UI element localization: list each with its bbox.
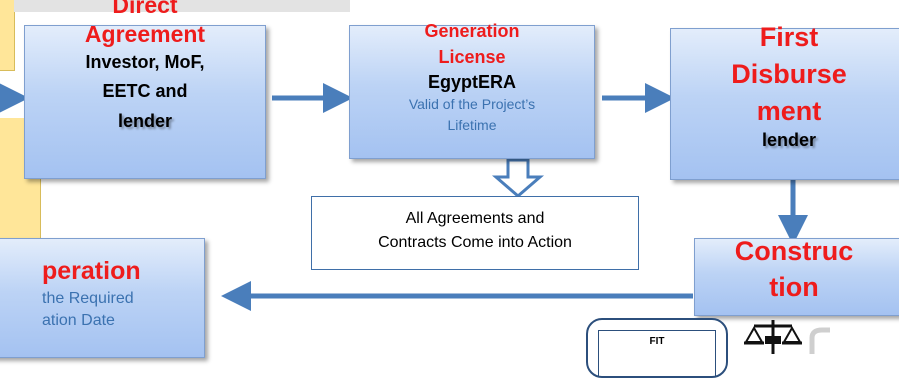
generation-license-body: EgyptERA (427, 72, 516, 92)
header-bar (14, 0, 350, 12)
generation-license-note-line1: Valid of the Project’s (408, 96, 536, 112)
direct-agreement-body-line3: lender (117, 111, 173, 131)
direct-agreement-body-line1: Investor, MoF, (85, 52, 205, 72)
sticky-note-top (0, 0, 15, 71)
operation-note-line2: ation Date (42, 312, 115, 329)
construction-text: Construc tion (694, 234, 894, 306)
agreements-line1: All Agreements and (405, 210, 545, 227)
agreements-box: All Agreements and Contracts Come into A… (311, 196, 639, 270)
arrow-license-to-agreements (491, 158, 545, 198)
flow-arrows (0, 83, 808, 311)
operation-title: peration (42, 257, 141, 285)
generation-license-box (349, 25, 595, 159)
direct-agreement-body-line2: EETC and (102, 81, 188, 101)
first-disbursement-text: First Disburse ment lender (670, 18, 899, 150)
bottom-fragment-box: FIT (586, 318, 728, 378)
generation-license-text: Generation License EgyptERA Valid of the… (349, 18, 595, 136)
first-disbursement-body: lender (761, 130, 817, 150)
scales-of-justice-icon (744, 320, 830, 354)
construction-title-line2: tion (769, 272, 819, 302)
direct-agreement-box (24, 25, 266, 179)
generation-license-note-line2: Lifetime (447, 117, 497, 133)
construction-box (694, 238, 899, 316)
agreements-line2: Contracts Come into Action (378, 234, 572, 251)
bottom-fragment-text: FIT (649, 336, 665, 347)
first-disbursement-box (670, 28, 899, 180)
construction-title-line1: Construc (734, 236, 854, 266)
first-disbursement-title-line1: First (759, 22, 819, 52)
generation-license-title-line1: Generation (424, 21, 520, 41)
direct-agreement-title-line1: Direct (112, 0, 178, 18)
direct-agreement-text: Direct Agreement Investor, MoF, EETC and… (24, 0, 266, 136)
operation-box (0, 238, 205, 358)
operation-text: peration the Required ation Date (40, 254, 210, 332)
first-disbursement-title-line3: ment (756, 96, 822, 126)
operation-note-line1: the Required (42, 290, 134, 307)
first-disbursement-title-line2: Disburse (731, 59, 847, 89)
generation-license-title-line2: License (438, 47, 506, 67)
direct-agreement-title-line2: Agreement (84, 21, 206, 47)
